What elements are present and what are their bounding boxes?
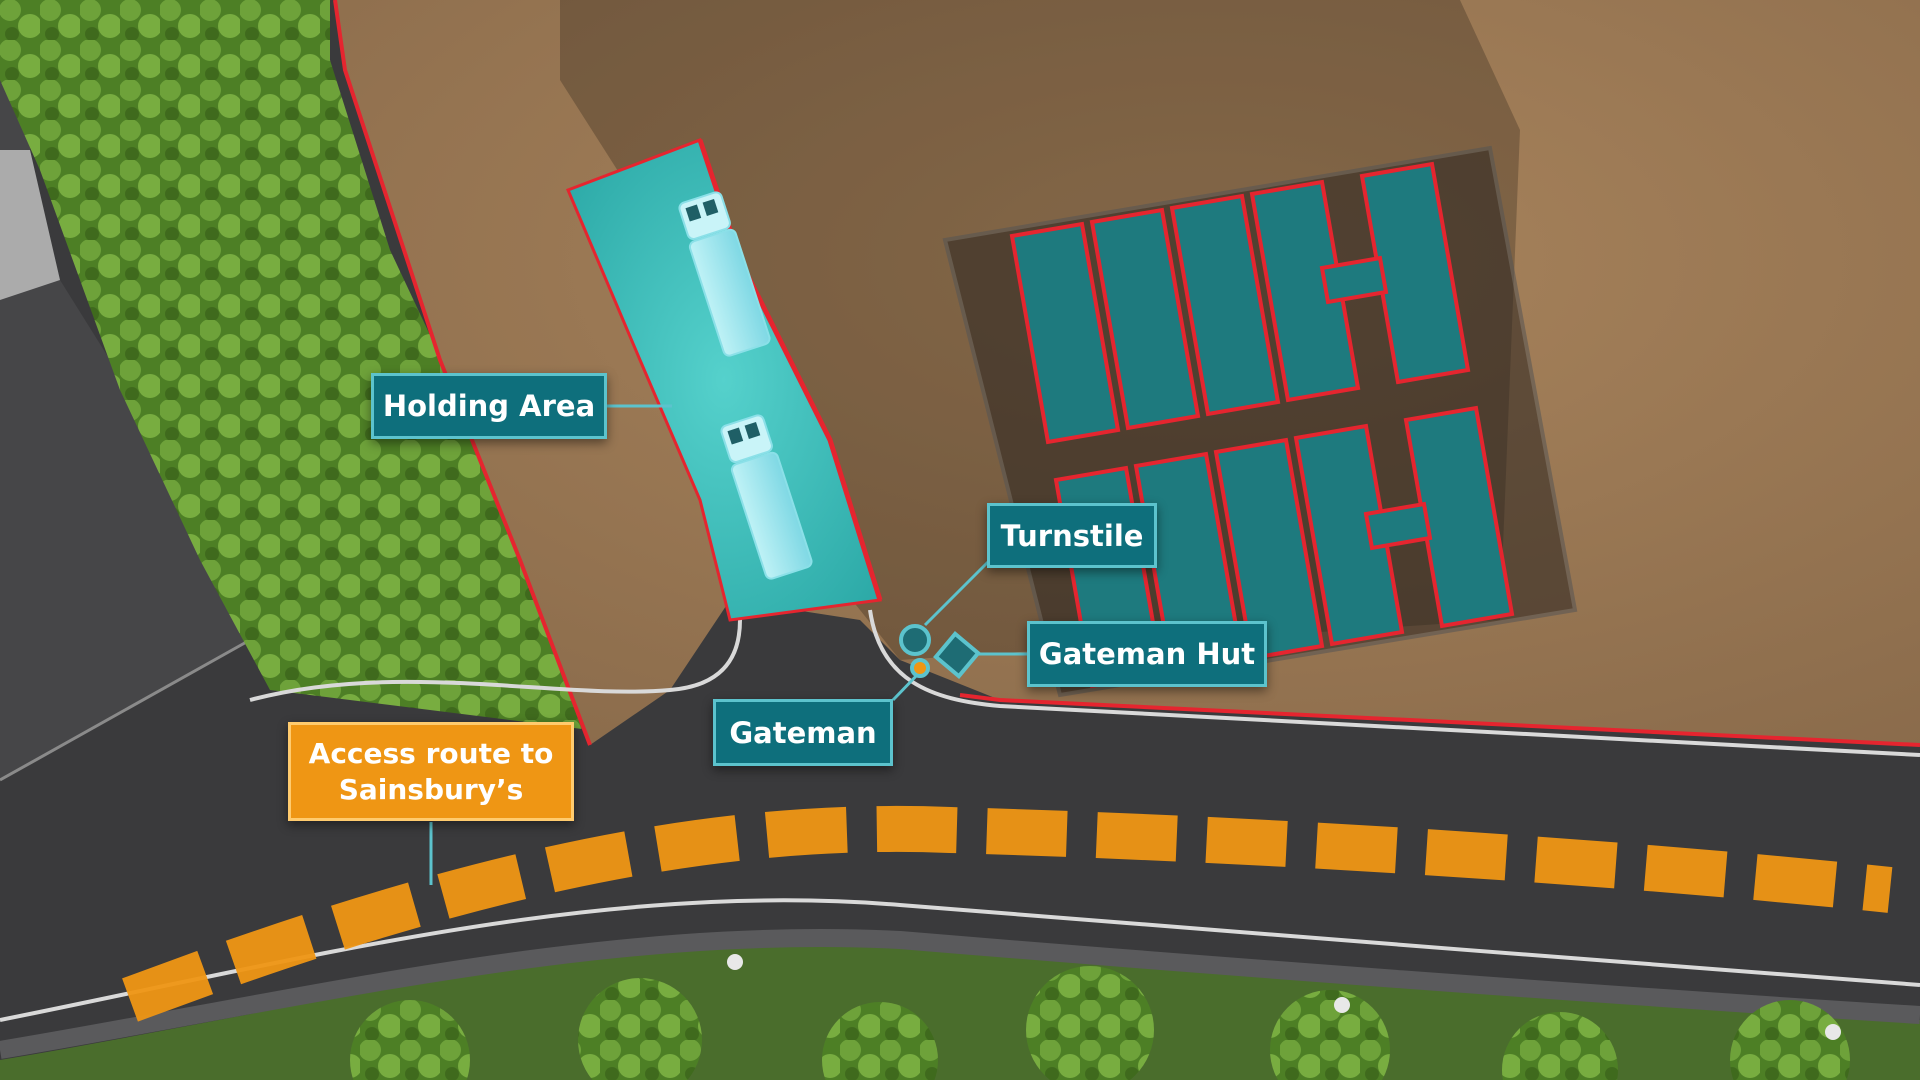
access-route-line — [121, 805, 1893, 1022]
access-route-label-line2: Sainsbury’s — [338, 772, 524, 806]
site-fence-bottom — [959, 693, 1920, 747]
turnstile-marker — [899, 624, 931, 656]
leader-lines — [429, 404, 1027, 885]
left-curb — [0, 638, 251, 782]
access-route-label-line1: Access route to — [308, 736, 554, 770]
hut-marker — [933, 631, 981, 679]
person-marker — [910, 658, 930, 678]
site-fence-left — [333, 0, 592, 746]
left-building-roof — [0, 150, 60, 300]
gateman-hut-label: Gateman Hut — [1027, 621, 1267, 687]
turnstile-label: Turnstile — [987, 503, 1157, 568]
holding-area-label: Holding Area — [371, 373, 607, 439]
road-curb-left — [249, 600, 742, 702]
road-curb-right — [868, 609, 1920, 757]
lower-verge — [0, 943, 1920, 1080]
lamp-posts — [727, 954, 1841, 1040]
access-route-label: Access route to Sainsbury’s — [288, 722, 574, 821]
lower-footpath — [0, 929, 1920, 1059]
truck-icon — [678, 191, 771, 357]
truck-icon — [720, 414, 813, 580]
hedge-row — [0, 0, 590, 730]
gateman-label: Gateman — [713, 699, 893, 766]
lower-trees — [350, 966, 1850, 1080]
